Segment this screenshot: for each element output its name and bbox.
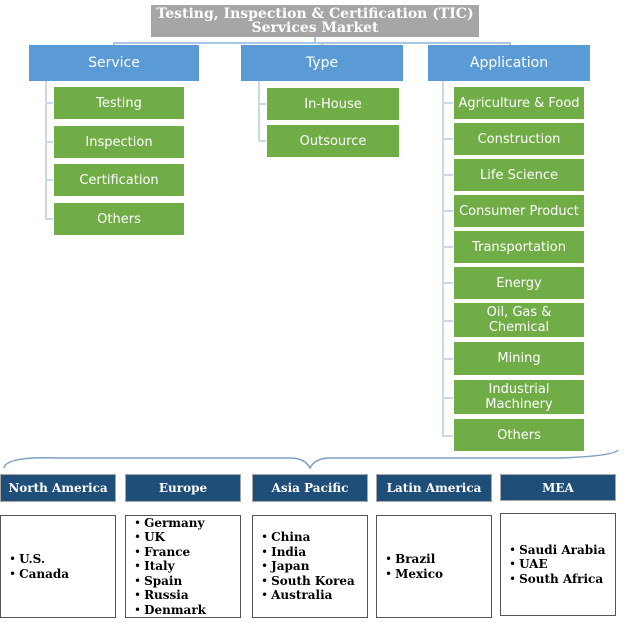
type-item-outsource: Outsource [266, 124, 400, 158]
country-item: Denmark [134, 603, 206, 617]
country-item: China [261, 530, 355, 545]
country-item: Australia [261, 588, 355, 603]
tree-line [45, 179, 54, 181]
application-item-industrial-machinery: Industrial Machinery [453, 379, 585, 415]
tree-line [442, 282, 453, 284]
country-item: South Korea [261, 574, 355, 589]
country-item: India [261, 545, 355, 560]
tree-line [442, 210, 453, 212]
tree-line [442, 435, 453, 437]
tree-line [45, 141, 54, 143]
country-item: Brazil [385, 552, 443, 567]
connector-line [314, 37, 316, 43]
region-europe: Europe [125, 474, 241, 502]
category-type: Type [241, 45, 403, 81]
application-item-energy: Energy [453, 266, 585, 300]
country-item: Japan [261, 559, 355, 574]
country-item: France [134, 545, 206, 559]
country-item: UK [134, 530, 206, 544]
application-item-construction: Construction [453, 122, 585, 156]
connector-line [321, 42, 323, 46]
tree-line [442, 320, 453, 322]
application-item-transportation: Transportation [453, 230, 585, 264]
category-application: Application [428, 45, 590, 81]
country-item: Italy [134, 559, 206, 573]
service-item-inspection: Inspection [53, 125, 185, 159]
application-item-consumer-product: Consumer Product [453, 194, 585, 228]
connector-line [113, 42, 511, 44]
service-item-others: Others [53, 202, 185, 236]
diagram-title: Testing, Inspection & Certification (TIC… [151, 5, 479, 37]
tree-line [45, 81, 47, 219]
tree-line [45, 102, 54, 104]
tree-line [258, 103, 267, 105]
tree-line [442, 138, 453, 140]
country-item: Russia [134, 588, 206, 602]
country-box-asia-pacific: China India Japan South Korea Australia [252, 515, 368, 618]
region-asia-pacific: Asia Pacific [252, 474, 368, 502]
country-item: Canada [9, 567, 69, 582]
region-north-america: North America [0, 474, 116, 502]
tree-line [442, 81, 444, 436]
tree-line [258, 81, 260, 142]
country-box-europe: Germany UK France Italy Spain Russia Den… [125, 515, 241, 618]
application-item-mining: Mining [453, 341, 585, 376]
tree-line [45, 218, 54, 220]
tree-line [442, 246, 453, 248]
country-item: Germany [134, 516, 206, 530]
country-item: Mexico [385, 567, 443, 582]
country-item: Spain [134, 574, 206, 588]
connector-line [113, 42, 115, 46]
tree-line [442, 397, 453, 399]
tree-line [258, 140, 267, 142]
tree-line [442, 102, 453, 104]
country-item: South Africa [509, 572, 606, 587]
region-latin-america: Latin America [376, 474, 492, 502]
connector-line [509, 42, 511, 46]
country-item: Saudi Arabia [509, 543, 605, 558]
country-box-mea: Saudi Arabia UAE South Africa [500, 513, 616, 616]
country-box-north-america: U.S. Canada [0, 515, 116, 618]
application-item-oil-gas-chemical: Oil, Gas & Chemical [453, 302, 585, 338]
region-mea: MEA [500, 474, 616, 501]
type-item-in-house: In-House [266, 87, 400, 121]
country-box-latin-america: Brazil Mexico [376, 515, 492, 618]
category-service: Service [29, 45, 199, 81]
service-item-testing: Testing [53, 86, 185, 120]
tree-line [442, 358, 453, 360]
country-item: UAE [509, 557, 606, 572]
service-item-certification: Certification [53, 163, 185, 197]
application-item-others: Others [453, 418, 585, 452]
tree-line [442, 174, 453, 176]
brace-connector [3, 449, 619, 470]
application-item-life-science: Life Science [453, 158, 585, 192]
country-item: U.S. [9, 552, 69, 567]
application-item-agriculture-food: Agriculture & Food [453, 86, 585, 120]
